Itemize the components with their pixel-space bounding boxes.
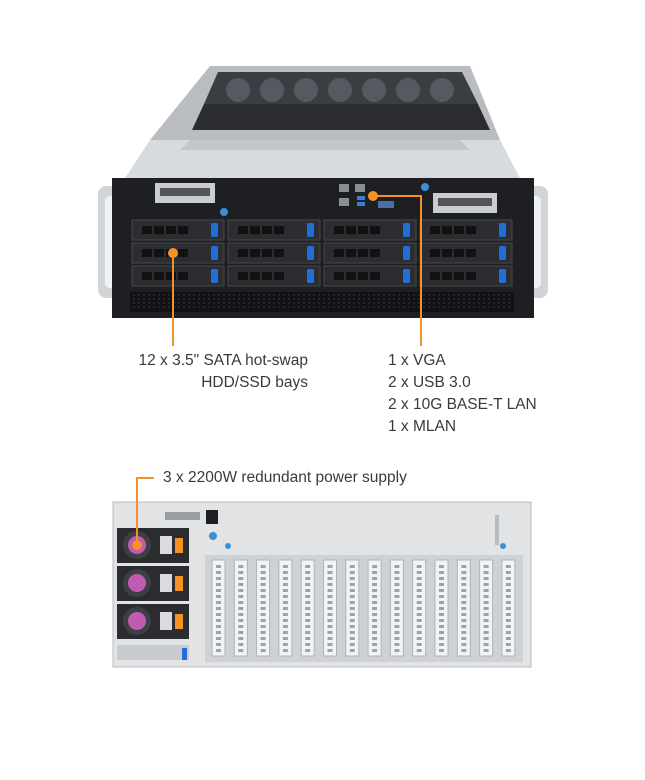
bay-latch <box>211 223 218 237</box>
bay-latch <box>499 223 506 237</box>
bay-latch <box>307 269 314 283</box>
bay-latch <box>499 246 506 260</box>
drive-bay[interactable] <box>131 265 225 287</box>
drive-bay[interactable] <box>323 219 417 241</box>
bay-latch <box>211 246 218 260</box>
drive-bay[interactable] <box>131 219 225 241</box>
psu-handle <box>175 614 183 629</box>
io-item-lan: 2 x 10G BASE-T LAN <box>388 396 537 413</box>
io-item-vga: 1 x VGA <box>388 352 446 369</box>
io-item-usb: 2 x USB 3.0 <box>388 374 471 391</box>
server-front-panel <box>98 178 548 318</box>
psu-handle <box>175 576 183 591</box>
drive-bay[interactable] <box>227 265 321 287</box>
drive-bay-callout: 12 x 3.5" SATA hot-swap HDD/SSD bays <box>100 350 309 394</box>
io-callout-dot <box>368 191 378 201</box>
psu-handle <box>175 538 183 553</box>
bay-latch <box>403 246 410 260</box>
drive-bay-line1: 12 x 3.5" SATA hot-swap <box>138 352 309 369</box>
power-supplies <box>117 528 189 639</box>
drive-bay[interactable] <box>227 242 321 264</box>
io-ports <box>339 184 394 208</box>
drive-bay[interactable] <box>419 265 513 287</box>
bay-latch <box>403 269 410 283</box>
callout-lines <box>172 195 422 346</box>
drive-bay[interactable] <box>419 219 513 241</box>
pcie-slots <box>211 559 516 657</box>
drive-bay[interactable] <box>323 265 417 287</box>
io-port-callout: 1 x VGA 2 x USB 3.0 2 x 10G BASE-T LAN 1… <box>388 350 537 438</box>
bay-latch <box>307 246 314 260</box>
drive-bay[interactable] <box>419 242 513 264</box>
drive-bays <box>131 219 513 287</box>
drive-bay[interactable] <box>227 219 321 241</box>
power-supply-unit[interactable] <box>117 566 189 601</box>
drive-bay-line2: HDD/SSD bays <box>201 374 308 391</box>
drive-bay[interactable] <box>323 242 417 264</box>
server-top-chassis <box>125 66 520 178</box>
bay-latch <box>307 223 314 237</box>
bay-latch <box>211 269 218 283</box>
bay-latch <box>403 223 410 237</box>
server-rear-panel <box>112 501 532 668</box>
psu-callout-dot <box>132 540 142 550</box>
power-supply-unit[interactable] <box>117 528 189 563</box>
power-supply-unit[interactable] <box>117 604 189 639</box>
front-vent <box>130 292 514 312</box>
io-item-mlan: 1 x MLAN <box>388 418 457 435</box>
bay-latch <box>499 269 506 283</box>
psu-callout: 3 x 2200W redundant power supply <box>163 469 407 486</box>
drive-bay-callout-dot <box>168 248 178 258</box>
